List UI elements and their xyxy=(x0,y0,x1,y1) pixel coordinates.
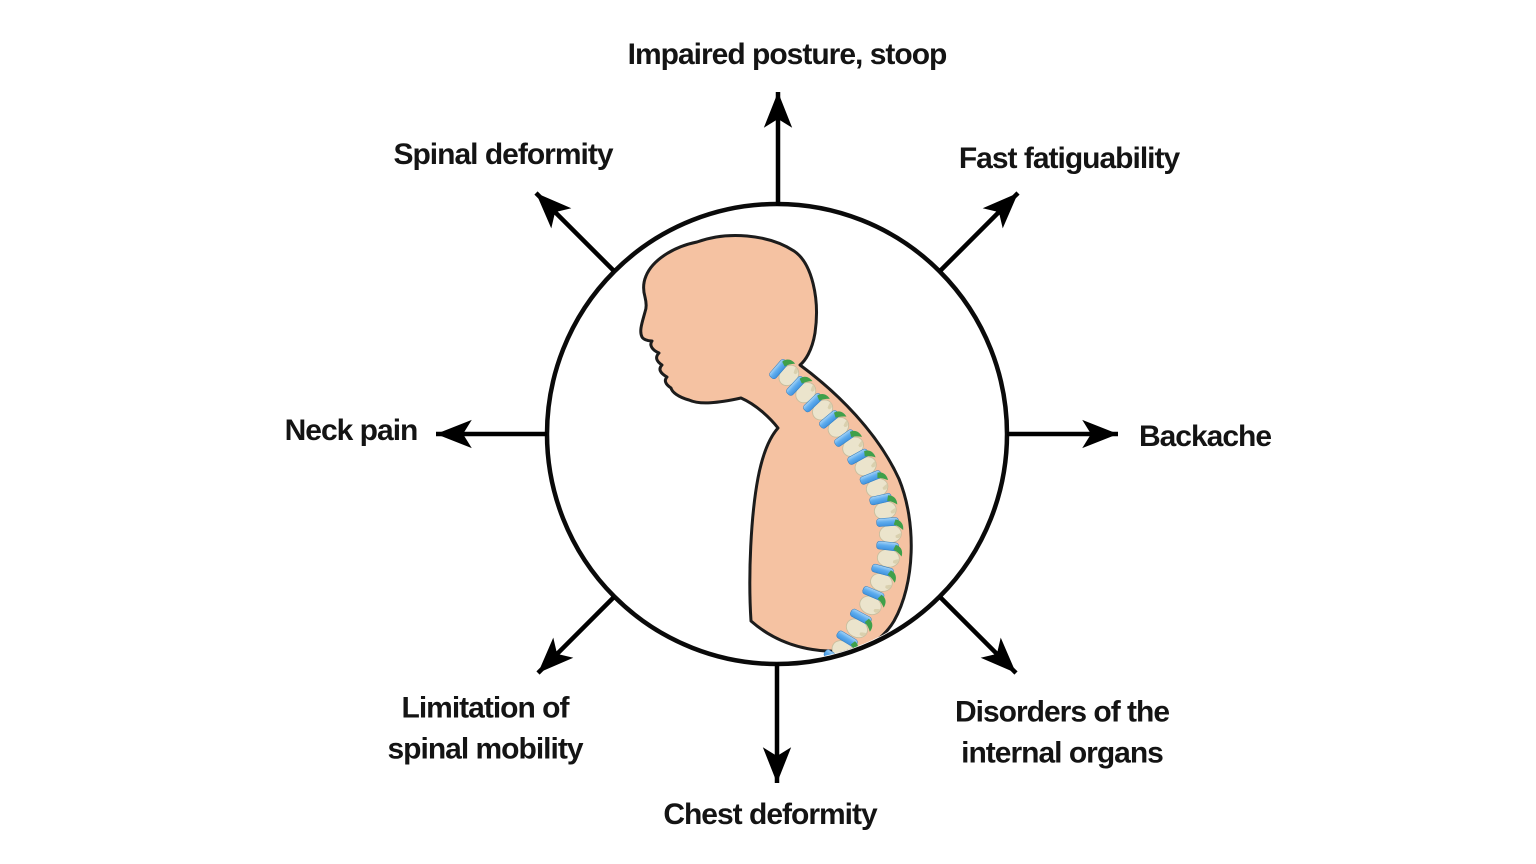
label-limitation-spinal-mobility: Limitation of spinal mobility xyxy=(387,691,583,766)
label-disorders-internal-organs: Disorders of the internal organs xyxy=(954,695,1170,770)
body-silhouette xyxy=(639,234,913,653)
arrow-up-right xyxy=(938,191,1020,273)
label-backache: Backache xyxy=(1138,419,1272,453)
label-chest-deformity: Chest deformity xyxy=(663,797,877,831)
label-spinal-deformity: Spinal deformity xyxy=(393,137,613,171)
label-impaired-posture: Impaired posture, stoop xyxy=(627,37,948,71)
figure-person-stooped xyxy=(639,234,913,661)
arrows xyxy=(435,91,1119,784)
label-fast-fatiguability: Fast fatiguability xyxy=(958,141,1180,175)
arrow-up-left xyxy=(534,191,616,273)
label-neck-pain: Neck pain xyxy=(284,413,419,447)
arrow-down-right xyxy=(938,595,1018,675)
arrow-down-left xyxy=(536,595,616,675)
